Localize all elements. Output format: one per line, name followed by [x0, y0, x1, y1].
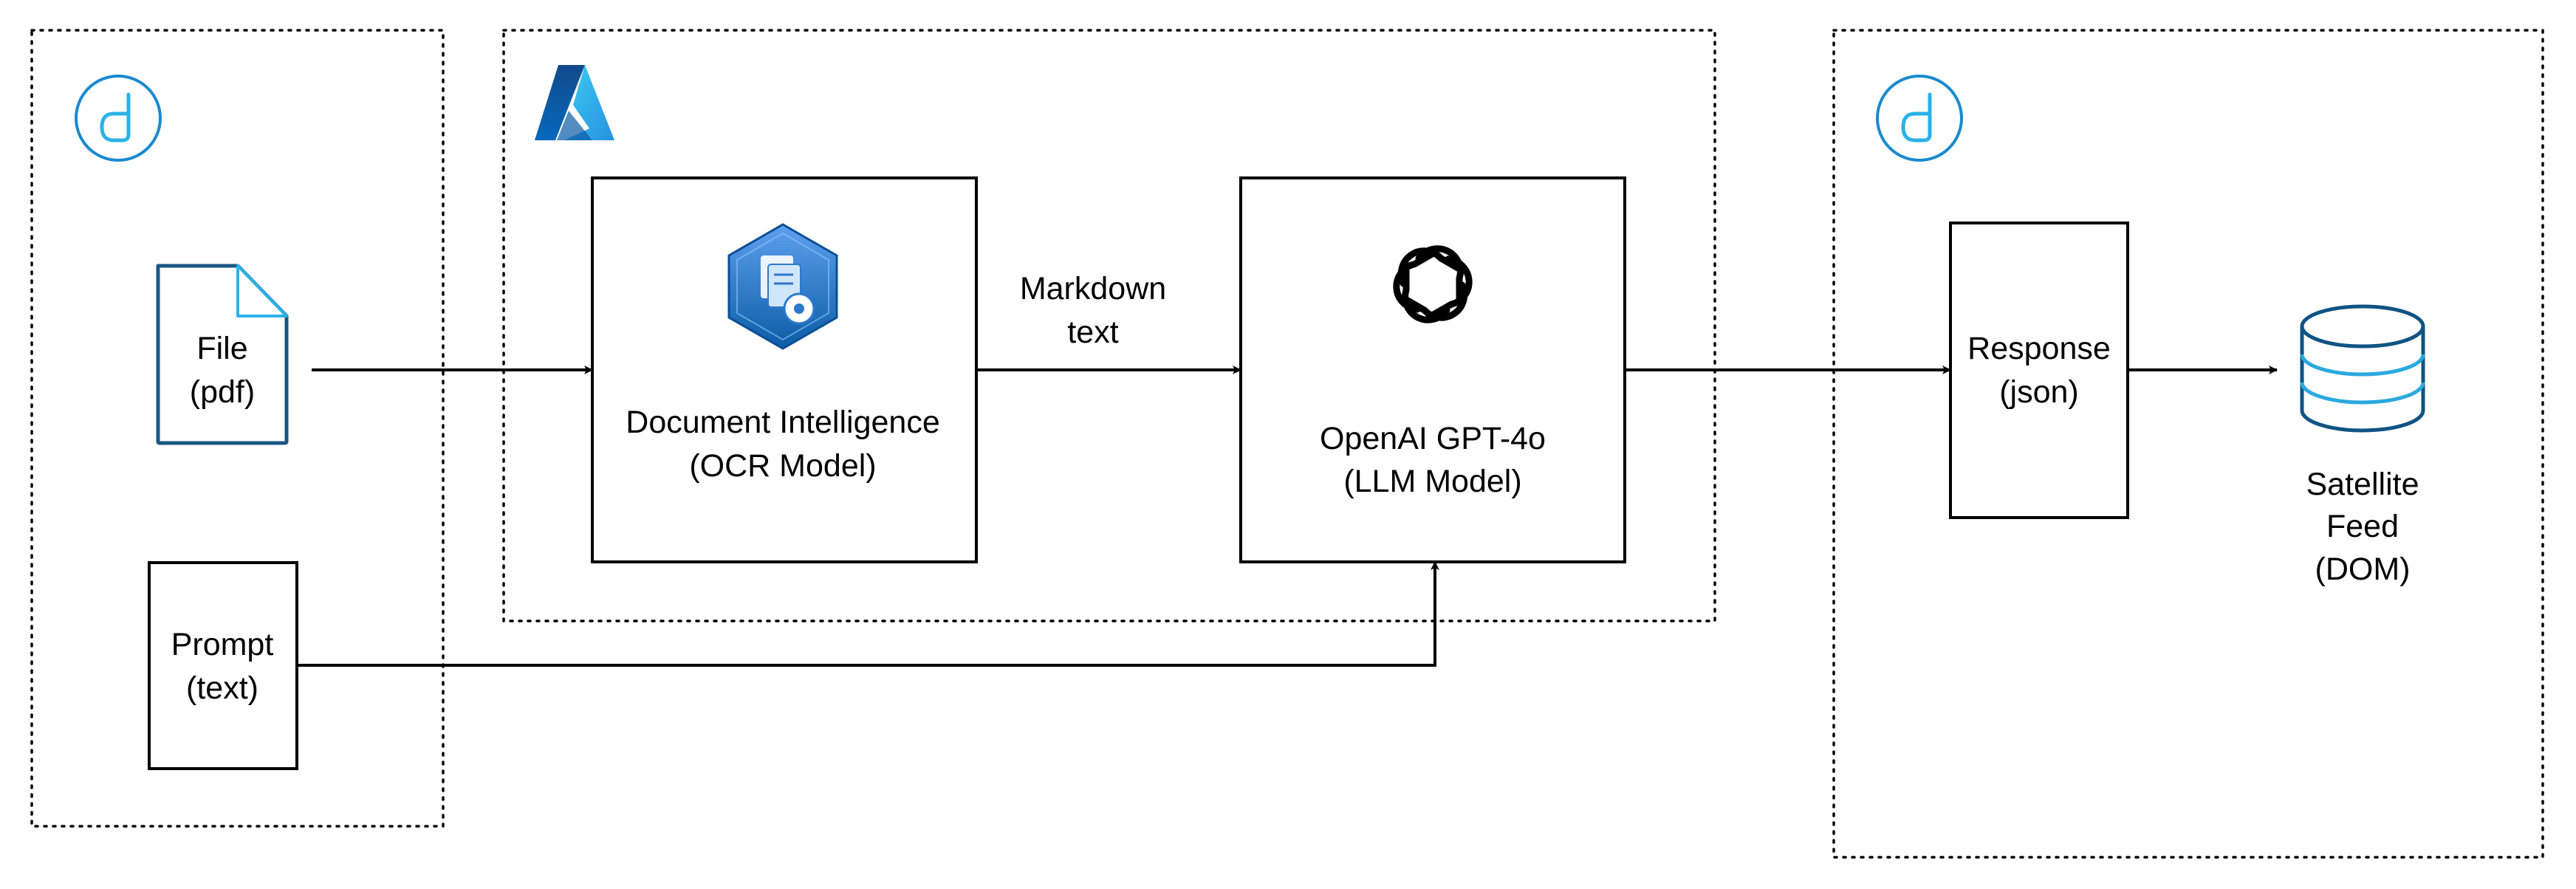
edge-markdown-sublabel: text: [1067, 315, 1118, 350]
group-client-left: [30, 29, 445, 828]
d-logo-icon: [1876, 75, 1963, 162]
document-intelligence-label: Document Intelligence: [626, 405, 939, 440]
d-logo-icon: [75, 75, 162, 162]
edge-prompt-to-openai: [297, 561, 1439, 667]
azure-logo-icon: [535, 65, 614, 140]
openai-label: OpenAI GPT-4o: [1320, 421, 1546, 456]
document-intelligence-node: Document Intelligence (OCR Model): [591, 176, 978, 563]
satellite-feed-label: Satellite: [2306, 467, 2419, 502]
openai-node: OpenAI GPT-4o (LLM Model): [1239, 176, 1626, 563]
file-sublabel: (pdf): [190, 374, 255, 410]
document-intelligence-icon: [727, 223, 838, 350]
group-azure: [502, 29, 1716, 622]
openai-sublabel: (LLM Model): [1343, 464, 1521, 499]
prompt-sublabel: (text): [186, 670, 258, 706]
document-intelligence-sublabel: (OCR Model): [689, 448, 876, 484]
group-client-right: [1832, 29, 2544, 859]
file-node: File (pdf): [156, 264, 289, 445]
response-label: Response: [1967, 331, 2111, 366]
satellite-feed-node: Satellite Feed (DOM): [2300, 304, 2425, 587]
satellite-feed-label-2: Feed: [2326, 509, 2399, 544]
openai-logo-icon: [1393, 245, 1473, 323]
prompt-label: Prompt: [171, 627, 274, 662]
satellite-feed-sublabel: (DOM): [2315, 552, 2411, 587]
edge-markdown-label: Markdown: [1020, 271, 1166, 306]
response-node: Response (json): [1949, 222, 2129, 519]
database-icon: [2300, 304, 2425, 433]
file-label: File: [196, 331, 247, 366]
response-sublabel: (json): [1999, 374, 2079, 410]
prompt-node: Prompt (text): [148, 561, 298, 770]
